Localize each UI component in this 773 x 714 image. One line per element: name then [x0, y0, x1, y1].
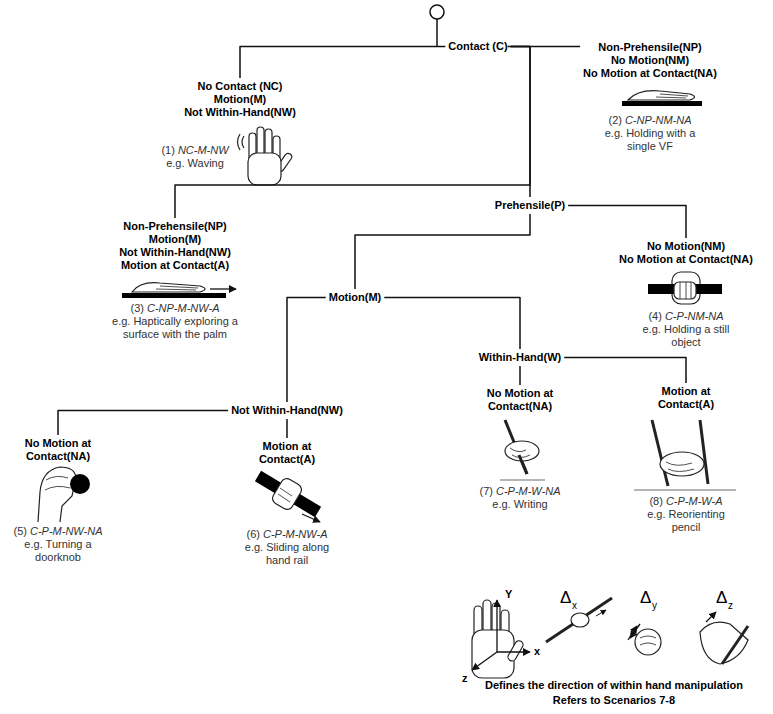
branch-label: Motion(M) [100, 233, 250, 246]
example-text: e.g. Turning a doorknob [14, 538, 102, 564]
fist-holding-object [648, 272, 722, 304]
example-text: e.g. Haptically exploring a surface with… [100, 315, 250, 341]
scenario-node: Motion at Contact(A) (8) C-P-M-W-Ae.g. Reo… [638, 385, 734, 534]
delta-label: Δ [640, 588, 651, 608]
tree-branch [287, 298, 326, 403]
delta-subscript: z [728, 600, 733, 612]
scenario-number: (5) [14, 525, 27, 537]
branch-node: Motion(M) [329, 291, 382, 304]
delta-subscript: x [572, 600, 577, 612]
example-text: e.g. Sliding along hand rail [237, 541, 337, 567]
caption-text: Defines the direction of within hand man… [485, 679, 743, 692]
branch-label: Non-Prehensile(NP) [100, 220, 250, 233]
scenario-code: C-P-NM-NA [665, 310, 724, 322]
scenario-node: No Motion(NM)No Motion at Contact(NA) (4)… [619, 240, 753, 349]
hand-exploring-surface [122, 283, 236, 298]
example-text: e.g. Waving [161, 157, 228, 170]
branch-node: Within-Hand(W) [479, 351, 561, 364]
branch-node: Not Within-Hand(NW) [231, 404, 343, 417]
scenario-code: C-NP-M-NW-A [147, 302, 220, 314]
scenario-code: C-P-M-NW-A [263, 528, 328, 540]
hand-reorienting-pencil [634, 420, 736, 490]
delta-label: Δ [560, 588, 571, 608]
scenario-node: Motion at Contact(A) (6) C-P-M-NW-Ae.g. Sl… [237, 440, 337, 567]
tree-branch [175, 47, 530, 219]
delta-subscript: y [652, 600, 657, 612]
scenario-code: C-P-M-NW-NA [30, 525, 103, 537]
tree-branch [384, 298, 520, 350]
example-text: e.g. Reorienting pencil [638, 508, 734, 534]
branch-label: Motion at Contact(A) [249, 440, 325, 466]
branch-node: Prehensile(P) [495, 199, 565, 212]
waving-hand [238, 127, 294, 185]
caption-text: Refers to Scenarios 7-8 [553, 694, 675, 707]
axis-label: z [462, 672, 468, 685]
axis-label: Y [505, 588, 512, 601]
scenario-node: No Contact (NC)Motion(M)Not Within-Hand(… [161, 80, 318, 170]
delta-label: Δ [716, 588, 727, 608]
scenario-number: (4) [648, 310, 661, 322]
scenario-node: No Motion at Contact(NA) (5)C-P-M-NW-NAe.… [14, 437, 103, 564]
example-text: e.g. Holding with a single VF [594, 127, 706, 153]
scenario-number: (6) [246, 528, 259, 540]
branch-label: Motion(M) [161, 93, 318, 106]
hand-on-surface [622, 91, 702, 106]
tree-branch [58, 411, 228, 436]
branch-label: No Motion(NM) [583, 54, 717, 67]
root-circle [430, 5, 444, 47]
branch-label: Motion(M) [329, 291, 382, 304]
branch-label: No Motion at Contact(NA) [14, 437, 102, 463]
scenario-node: No Motion at Contact(NA) (7) C-P-M-W-NAe.g… [476, 387, 564, 511]
hand-delta-z [700, 612, 748, 664]
scenario-code: NC-M-NW [178, 144, 229, 156]
branch-label: Not Within-Hand(NW) [100, 246, 250, 259]
hand-sliding-rail [258, 476, 320, 522]
scenario-number: (2) [608, 114, 621, 126]
hand-writing [500, 420, 545, 480]
scenario-number: (7) [479, 485, 492, 497]
axis-arrows [472, 600, 530, 670]
branch-node: Contact (C) [448, 40, 507, 53]
tree-branch [564, 358, 686, 384]
branch-label: No Motion at Contact(NA) [619, 253, 753, 266]
branch-label: No Motion(NM) [619, 240, 753, 253]
scenario-number: (8) [649, 495, 662, 507]
scenario-code: C-P-M-W-A [666, 495, 723, 507]
scenario-number: (3) [131, 302, 144, 314]
pencil-delta-x [546, 598, 612, 642]
example-text: e.g. Holding a still object [636, 323, 736, 349]
branch-label: Not Within-Hand(NW) [231, 404, 343, 417]
branch-label: Motion at Contact(A) [648, 385, 724, 411]
tree-branch [511, 47, 530, 198]
axis-label: x [534, 645, 540, 658]
branch-label: No Motion at Contact(NA) [476, 387, 564, 413]
scenario-code: C-NP-NM-NA [625, 114, 692, 126]
scenario-code: C-P-M-W-NA [496, 485, 561, 497]
branch-label: Within-Hand(W) [479, 351, 561, 364]
branch-label: Non-Prehensile(NP) [583, 41, 717, 54]
scenario-node: Non-Prehensile(NP)Motion(M)Not Within-Ha… [100, 220, 250, 341]
tree-branch [568, 206, 686, 239]
scenario-number: (1) [161, 144, 174, 156]
branch-label: Not Within-Hand(NW) [161, 106, 318, 119]
tree-branch [355, 214, 530, 289]
branch-label: Motion at Contact(A) [100, 259, 250, 272]
fist-delta-y [628, 624, 661, 655]
branch-label: No Contact (NC) [161, 80, 318, 93]
branch-label: Contact (C) [448, 40, 507, 53]
example-text: e.g. Writing [476, 498, 564, 511]
hand-turning-doorknob [38, 467, 90, 522]
branch-label: No Motion at Contact(NA) [583, 67, 717, 80]
axes-hand [472, 600, 524, 678]
tree-branch [286, 419, 288, 438]
branch-label: Prehensile(P) [495, 199, 565, 212]
tree-branch [240, 47, 445, 79]
tree-branch [519, 366, 521, 385]
scenario-node: Non-Prehensile(NP)No Motion(NM)No Motion… [583, 41, 717, 153]
